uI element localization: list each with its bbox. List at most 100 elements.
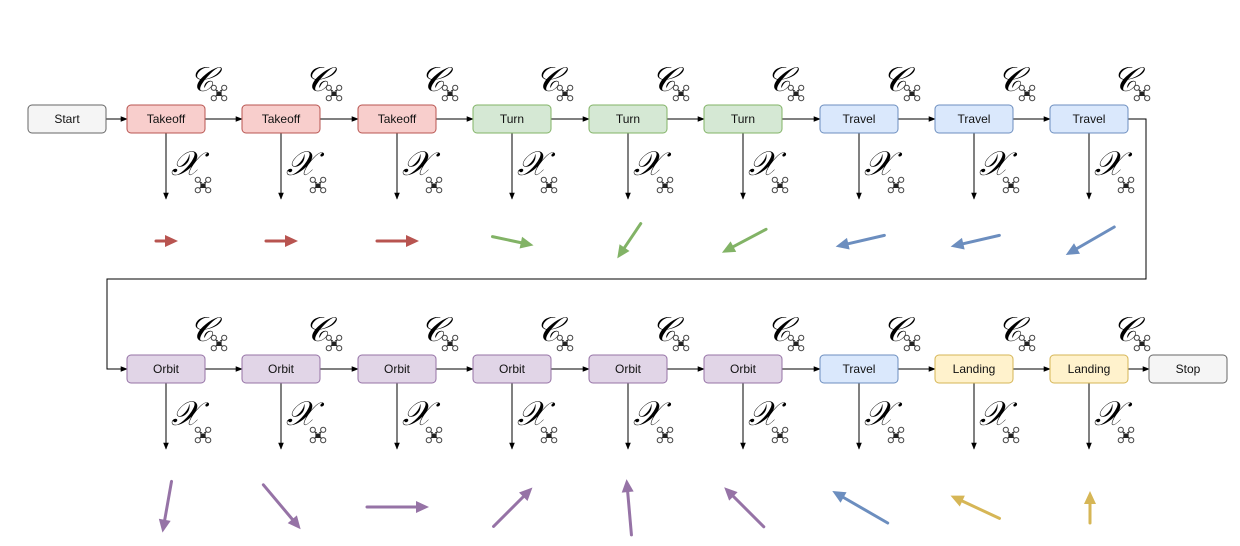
node-box bbox=[241, 104, 321, 134]
drone-icon bbox=[771, 176, 789, 194]
node-label: Start bbox=[54, 112, 80, 126]
motion-direction-arrow bbox=[724, 487, 766, 529]
motion-direction-arrow bbox=[154, 235, 178, 247]
drone-icon bbox=[672, 334, 690, 352]
node-box bbox=[241, 354, 321, 384]
drone-icon bbox=[656, 426, 674, 444]
node-travel: Travel bbox=[934, 104, 1014, 134]
motion-direction-arrow bbox=[375, 235, 419, 247]
state-symbol: 𝒳 bbox=[286, 394, 325, 434]
drone-icon bbox=[210, 334, 228, 352]
drone-icon bbox=[787, 84, 805, 102]
node-box bbox=[472, 104, 552, 134]
node-box bbox=[588, 354, 668, 384]
drone-icon bbox=[903, 334, 921, 352]
drone-icon bbox=[309, 426, 327, 444]
drone-icon bbox=[194, 176, 212, 194]
drone-icon bbox=[1002, 426, 1020, 444]
motion-direction-arrow bbox=[261, 483, 301, 530]
node-box bbox=[472, 354, 552, 384]
node-turn: Turn bbox=[588, 104, 668, 134]
node-label: Takeoff bbox=[262, 112, 301, 126]
drone-icon bbox=[887, 426, 905, 444]
drone-icon bbox=[1133, 334, 1151, 352]
node-orbit: Orbit bbox=[357, 354, 437, 384]
node-label: Orbit bbox=[730, 362, 757, 376]
node-label: Orbit bbox=[615, 362, 642, 376]
node-label: Orbit bbox=[268, 362, 295, 376]
state-symbol: 𝒳 bbox=[979, 394, 1018, 434]
node-orbit: Orbit bbox=[126, 354, 206, 384]
node-box bbox=[934, 354, 1014, 384]
motion-direction-arrow bbox=[492, 487, 533, 528]
node-box bbox=[1148, 354, 1228, 384]
drone-icon bbox=[194, 426, 212, 444]
node-label: Turn bbox=[616, 112, 640, 126]
motion-direction-arrow bbox=[490, 235, 534, 249]
node-label: Orbit bbox=[384, 362, 411, 376]
state-symbol: 𝒳 bbox=[171, 394, 210, 434]
state-symbol: 𝒳 bbox=[864, 394, 903, 434]
state-symbol: 𝒳 bbox=[1094, 144, 1133, 184]
state-symbol: 𝒳 bbox=[517, 144, 556, 184]
drone-icon bbox=[1002, 176, 1020, 194]
drone-icon bbox=[425, 176, 443, 194]
state-symbol: 𝒳 bbox=[402, 394, 441, 434]
drone-icon bbox=[556, 84, 574, 102]
motion-direction-arrow bbox=[832, 491, 890, 525]
drone-icon bbox=[1018, 334, 1036, 352]
drone-icon bbox=[425, 426, 443, 444]
node-box bbox=[703, 354, 783, 384]
node-label: Stop bbox=[1176, 362, 1201, 376]
node-travel: Travel bbox=[819, 104, 899, 134]
node-box bbox=[819, 354, 899, 384]
node-box bbox=[357, 354, 437, 384]
node-label: Travel bbox=[1073, 112, 1106, 126]
drone-icon bbox=[672, 84, 690, 102]
node-label: Turn bbox=[731, 112, 755, 126]
drone-icon bbox=[787, 334, 805, 352]
drone-icon bbox=[656, 176, 674, 194]
node-box bbox=[27, 104, 107, 134]
node-box bbox=[126, 104, 206, 134]
node-box bbox=[126, 354, 206, 384]
node-label: Travel bbox=[843, 112, 876, 126]
node-takeoff: Takeoff bbox=[241, 104, 321, 134]
state-symbol: 𝒳 bbox=[402, 144, 441, 184]
motion-arrows bbox=[154, 222, 1116, 537]
node-label: Travel bbox=[843, 362, 876, 376]
drone-icon bbox=[887, 176, 905, 194]
node-box bbox=[819, 104, 899, 134]
node-takeoff: Takeoff bbox=[126, 104, 206, 134]
drone-icon bbox=[441, 84, 459, 102]
drone-icon bbox=[903, 84, 921, 102]
drone-icon bbox=[556, 334, 574, 352]
motion-direction-arrow bbox=[365, 501, 429, 513]
state-symbol: 𝒳 bbox=[748, 144, 787, 184]
node-orbit: Orbit bbox=[703, 354, 783, 384]
state-symbol: 𝒳 bbox=[748, 394, 787, 434]
node-label: Orbit bbox=[153, 362, 180, 376]
node-label: Travel bbox=[958, 112, 991, 126]
node-landing: Landing bbox=[1049, 354, 1129, 384]
drone-icon bbox=[540, 426, 558, 444]
node-travel: Travel bbox=[819, 354, 899, 384]
state-symbol: 𝒳 bbox=[633, 394, 672, 434]
node-travel: Travel bbox=[1049, 104, 1129, 134]
node-label: Landing bbox=[953, 362, 996, 376]
motion-direction-arrow bbox=[721, 227, 768, 253]
motion-direction-arrow bbox=[950, 495, 1001, 520]
node-label: Takeoff bbox=[147, 112, 186, 126]
motion-direction-arrow bbox=[1084, 491, 1096, 525]
motion-direction-arrow bbox=[835, 233, 886, 250]
motion-direction-arrow bbox=[1065, 225, 1116, 255]
node-orbit: Orbit bbox=[588, 354, 668, 384]
drone-icon bbox=[441, 334, 459, 352]
node-label: Landing bbox=[1068, 362, 1111, 376]
drone-icon bbox=[309, 176, 327, 194]
sequence-edges bbox=[106, 116, 1150, 450]
node-box bbox=[588, 104, 668, 134]
row-wrap-edge bbox=[106, 118, 1147, 372]
